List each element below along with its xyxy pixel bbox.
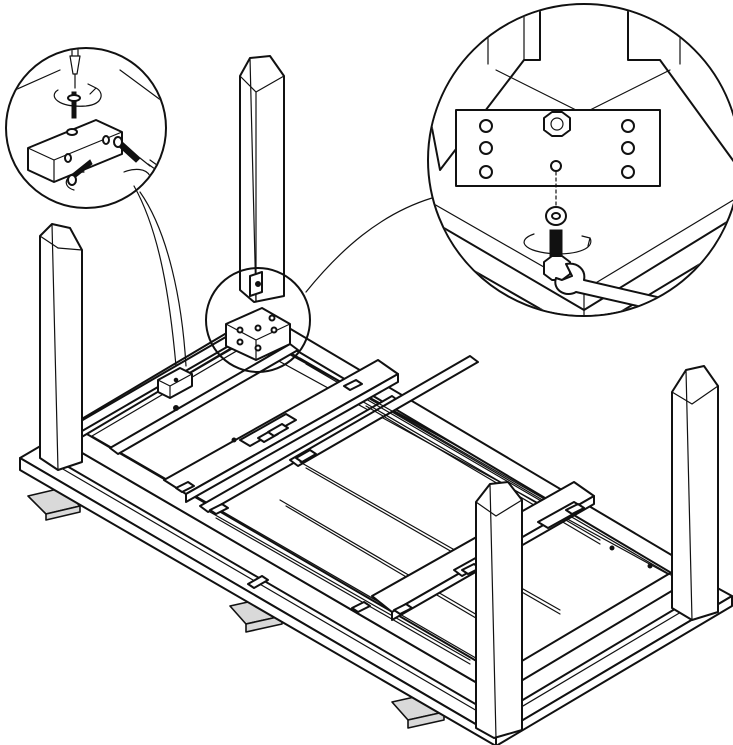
- callout-leaders: [133, 185, 433, 367]
- leg-front-right: [475, 481, 523, 739]
- leg-back-left: [39, 223, 83, 471]
- leg-back-right: [671, 365, 719, 621]
- corner-bracket-detail-callout: [427, 3, 733, 317]
- wood-screw-icon: [67, 91, 81, 119]
- wood-screw-icon: [113, 136, 141, 163]
- screwdriver-icon: [139, 157, 165, 181]
- inner-rails: [109, 343, 601, 665]
- bolt-icon: [543, 111, 571, 137]
- screwdriver-icon: [69, 49, 81, 89]
- corner-bracket-callout: [205, 267, 311, 373]
- leg-being-attached: [239, 55, 285, 303]
- washer-icon: [545, 206, 567, 226]
- wood-block-detail-callout: [5, 47, 167, 209]
- table-top: [19, 327, 733, 745]
- bolt-icon: [543, 229, 571, 281]
- corner-block-small: [157, 367, 193, 399]
